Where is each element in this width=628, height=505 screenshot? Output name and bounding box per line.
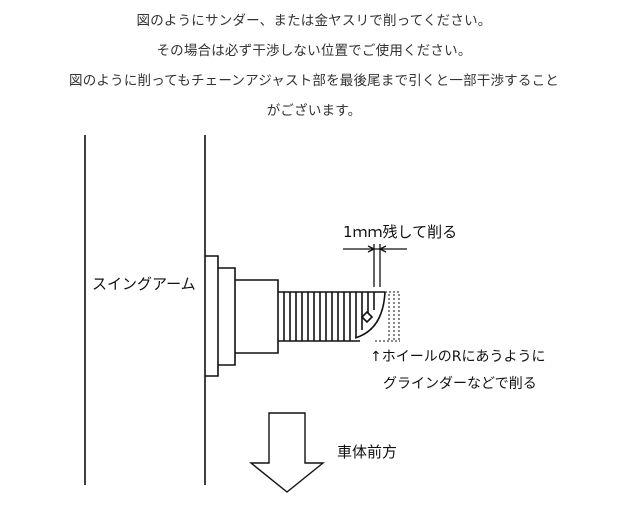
collar-assembly — [205, 255, 279, 377]
swing-arm-label: スイングアーム — [92, 275, 196, 293]
threaded-shaft — [278, 291, 386, 342]
direction-label: 車体前方 — [337, 443, 397, 461]
instruction-line-4: がございます。 — [266, 103, 362, 119]
forward-direction-arrow — [249, 412, 325, 493]
instruction-line-2: その場合は必ず干渉しない位置でご使用ください。 — [156, 43, 472, 59]
dimension-indicator — [343, 244, 407, 287]
grind-note-line-2: グラインダーなどで削る — [383, 376, 537, 392]
instruction-line-1: 図のようにサンダー、または金ヤスリで削ってください。 — [136, 13, 492, 29]
instruction-line-3: 図のように削ってもチェーンアジャスト部を最後尾まで引くと一部干渉すること — [69, 73, 559, 89]
grind-off-area — [375, 291, 400, 342]
grind-note-line-1: ↑ホイールのRにあうように — [370, 349, 545, 365]
dimension-label: 1ｍｍ残して削る — [343, 223, 457, 241]
instructions-text-block: 図のようにサンダー、または金ヤスリで削ってください。 その場合は必ず干渉しない位… — [0, 6, 628, 126]
